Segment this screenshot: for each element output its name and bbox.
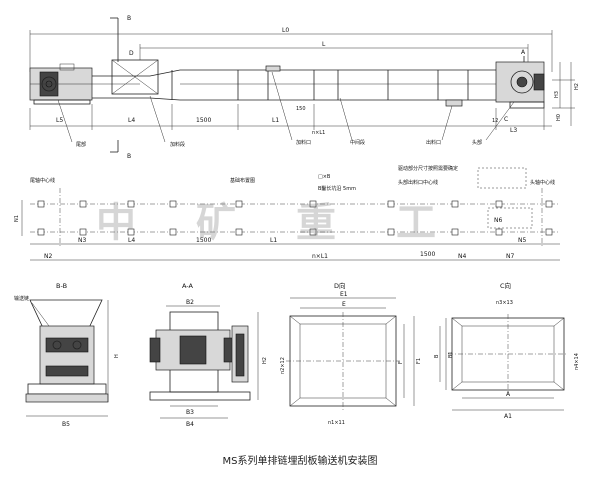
label-chain: 输送链 <box>14 295 29 302</box>
dim-1500-plan-b: 1500 <box>420 251 435 258</box>
dim-1500-plan-a: 1500 <box>196 237 211 244</box>
head-axis-label: 头轴中心线 <box>530 179 555 186</box>
head-outlet-center-label: 头部出料口中心线 <box>398 179 438 186</box>
dim-a-c: A <box>506 391 511 398</box>
label-a: A <box>521 49 526 56</box>
dim-h2: H2 <box>574 83 580 90</box>
part-middle: 中间段 <box>350 139 365 146</box>
part-feed-inlet: 加料口 <box>296 139 311 146</box>
drive-note-label: 驱动部分尺寸按照需要确定 <box>398 165 458 172</box>
section-bb: B-B 输送链 H B5 <box>14 282 120 428</box>
dim-n1x11: n1×11 <box>328 420 345 426</box>
dim-nxl1-plan: n×L1 <box>312 253 328 260</box>
dim-n7: N7 <box>506 253 514 260</box>
dim-n3: N3 <box>78 237 86 244</box>
dim-b1-c: B1 <box>448 351 454 358</box>
part-tail: 尾部 <box>76 141 86 148</box>
dim-12: 12 <box>492 118 498 124</box>
view-d: D向 E1 E F F1 n2×12 n1×11 <box>280 281 422 426</box>
view-c: C向 n3×13 B B1 n4×14 A A1 <box>434 281 580 420</box>
dim-e: E <box>342 301 346 308</box>
dim-n1: N1 <box>14 215 20 222</box>
dim-n2: N2 <box>44 253 52 260</box>
watermark: 中矿重工 <box>96 200 496 246</box>
part-head: 头部 <box>472 139 482 146</box>
dim-n2x12: n2×12 <box>280 357 286 374</box>
section-aa-title: A-A <box>182 282 194 290</box>
foundation-plan: 尾轴中心线 基础布置图 □×B B鑿长坑沿 5mm 驱动部分尺寸按照需要确定 头… <box>14 165 560 261</box>
label-c: C <box>504 116 508 123</box>
dim-l: L <box>322 41 326 48</box>
dim-h0: H0 <box>556 114 562 121</box>
dim-l1: L1 <box>272 117 279 124</box>
view-c-title: C向 <box>500 281 511 290</box>
section-mark-b-bottom: B <box>127 153 131 160</box>
dim-h: H <box>114 354 120 358</box>
dim-nxl1: n×L1 <box>312 130 325 136</box>
dim-n6: N6 <box>494 217 502 224</box>
drawing-caption: MS系列单排链埋刮板输送机安装图 <box>223 454 378 467</box>
dim-b-c: B <box>434 354 440 358</box>
dim-b2: B2 <box>186 299 194 306</box>
section-bb-title: B-B <box>56 282 67 290</box>
dim-b5: B5 <box>62 421 70 428</box>
part-outlet: 出料口 <box>426 139 441 146</box>
anchor-bolts <box>37 200 553 236</box>
dim-150: 150 <box>296 106 306 112</box>
dim-b4: B4 <box>186 421 194 428</box>
section-aa: A-A B2 H2 B3 B4 <box>149 282 268 428</box>
foundation-plane-label: 基础布置图 <box>230 177 255 184</box>
dim-l1-plan: L1 <box>270 237 277 244</box>
dim-n4: N4 <box>458 253 466 260</box>
dim-n3x13: n3×13 <box>496 300 513 306</box>
dim-l4: L4 <box>128 117 135 124</box>
anchor-depth-label: B鑿长坑沿 5mm <box>318 185 356 192</box>
tail-axis-label: 尾轴中心线 <box>30 177 55 184</box>
dim-l0: L0 <box>282 27 289 34</box>
dim-n4x14: n4×14 <box>574 353 580 370</box>
section-mark-b-top: B <box>127 15 131 22</box>
dim-n5: N5 <box>518 237 526 244</box>
dim-1500: 1500 <box>196 117 211 124</box>
dim-h2-aa: H2 <box>262 357 268 364</box>
elevation-view: L0 L B B D A <box>29 15 580 160</box>
dim-l3: L3 <box>510 127 517 134</box>
bolt-square-label: □×B <box>318 174 331 180</box>
view-d-title: D向 <box>334 281 346 290</box>
dim-l4-plan: L4 <box>128 237 135 244</box>
dim-f1: F1 <box>416 358 422 364</box>
dim-a1-c: A1 <box>504 413 512 420</box>
dim-l5: L5 <box>56 117 63 124</box>
label-d: D <box>129 50 134 57</box>
dim-e1: E1 <box>340 291 348 298</box>
dim-b3: B3 <box>186 409 194 416</box>
dim-h3: H3 <box>554 91 560 98</box>
part-feed-section: 加料段 <box>170 141 185 148</box>
dim-f: F <box>398 361 404 364</box>
